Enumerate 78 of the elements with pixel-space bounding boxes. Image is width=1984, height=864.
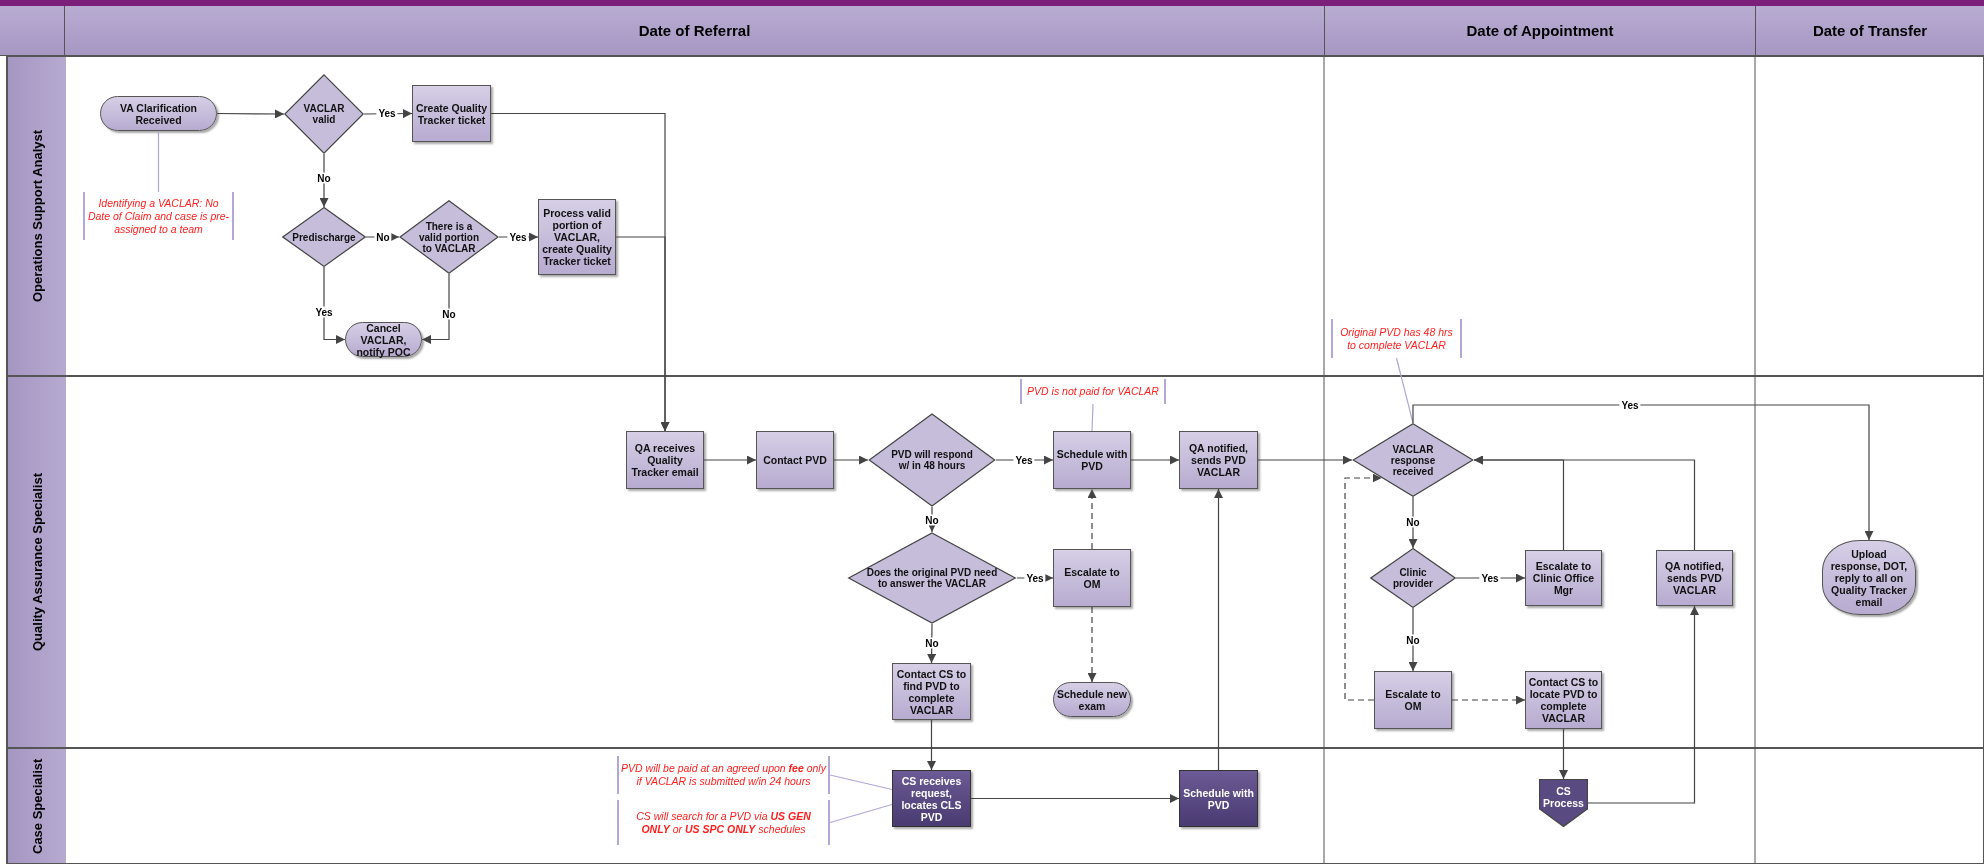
process-box: Escalate to OM <box>1374 671 1452 729</box>
process-box: Contact CS to locate PVD to complete VACLAR <box>1525 671 1602 729</box>
arrow <box>1087 606 1097 683</box>
process-box: Escalate to Clinic Office Mgr <box>1525 550 1602 606</box>
leader-line <box>829 803 893 824</box>
terminator: VA Clarification Received <box>100 96 217 131</box>
arrow <box>703 455 757 465</box>
annotation-note: Original PVD has 48 hrs to complete VACLAR <box>1331 319 1462 358</box>
process-box: QA notified, sends PVD VACLAR <box>1179 431 1258 489</box>
arrow <box>927 719 936 771</box>
arrow <box>927 506 937 533</box>
arrow <box>323 266 346 344</box>
edge-label: No <box>1404 634 1422 646</box>
edge-label: No <box>315 172 333 184</box>
lane-title: Quality Assurance Specialist <box>7 377 66 747</box>
decision-diamond: Predischarge <box>282 207 366 267</box>
process-box: Create Quality Tracker ticket <box>412 85 491 142</box>
arrow <box>615 236 670 432</box>
process-box: Escalate to OM <box>1053 549 1131 607</box>
terminator: Schedule new exam <box>1053 682 1131 717</box>
annotation-note: Identifying a VACLAR: No Date of Claim and case is pre-assigned to a team <box>83 192 234 240</box>
arrow <box>833 455 869 465</box>
arrow <box>1408 607 1418 672</box>
process-box: Schedule with PVD <box>1053 431 1131 489</box>
decision-diamond: VACLAR valid <box>284 74 364 154</box>
annotation-note: PVD is not paid for VACLAR <box>1020 379 1166 404</box>
arrow <box>1451 695 1526 705</box>
annotation-note: CS will search for a PVD via US GEN ONLY or US SPC ONLY schedules <box>617 800 830 845</box>
arrow <box>1559 728 1568 780</box>
process-box: Schedule with PVD <box>1179 770 1258 827</box>
decision-diamond: Does the original PVD need to answer the VACLAR <box>847 532 1017 624</box>
process-box: QA receives Quality Tracker email <box>626 431 704 489</box>
arrow <box>970 794 1180 803</box>
edge-label: Yes <box>313 306 335 318</box>
process-box: Process valid portion of VACLAR, create Quality Tracker ticket <box>538 199 616 275</box>
arrow <box>1214 488 1223 771</box>
process-box: Contact PVD <box>756 431 834 489</box>
edge-label: No <box>440 308 458 320</box>
arrow <box>1412 404 1874 541</box>
lane-title: Operations Support Analyst <box>7 57 66 375</box>
edge-label: No <box>1404 516 1422 528</box>
leader-line <box>1091 403 1094 432</box>
decision-diamond: There is a valid portion to VACLAR <box>399 200 499 274</box>
terminator: Cancel VACLAR, notify POC <box>345 322 422 357</box>
edge-label: Yes <box>1013 454 1035 466</box>
leader-line <box>157 130 160 193</box>
arrow <box>1587 605 1699 804</box>
arrow <box>216 109 285 119</box>
edge-label: No <box>923 637 941 649</box>
process-box: Contact CS to find PVD to complete VACLAR <box>892 663 971 720</box>
arrow <box>319 153 329 208</box>
edge-label: No <box>923 514 941 526</box>
arrow <box>1473 455 1696 551</box>
edge-label: Yes <box>1619 399 1641 411</box>
swimlane <box>6 56 1984 376</box>
swimlane <box>6 748 1984 864</box>
terminator: Upload response, DOT, reply to all on Quality Tracker email <box>1822 540 1916 615</box>
decision-diamond: PVD will respond w/ in 48 hours <box>868 413 996 507</box>
arrow <box>1087 488 1097 550</box>
arrow <box>1130 455 1180 465</box>
arrow <box>1408 496 1418 549</box>
process-box: CS receives request, locates CLS PVD <box>892 770 971 827</box>
arrow <box>1344 473 1383 701</box>
edge-label: No <box>374 231 392 243</box>
annotation-note: PVD will be paid at an agreed upon fee only if VACLAR is submitted w/in 24 hours <box>617 756 830 794</box>
arrow <box>1257 455 1353 465</box>
arrow <box>421 273 450 344</box>
lane-title: Case Specialist <box>7 749 66 863</box>
decision-diamond: Clinic provider <box>1370 548 1456 608</box>
edge-label: Yes <box>1479 572 1501 584</box>
edge-label: Yes <box>507 231 529 243</box>
off-page-connector: CS Process <box>1539 779 1588 827</box>
edge-label: Yes <box>1024 572 1046 584</box>
edge-label: Yes <box>376 107 398 119</box>
swimlane <box>6 376 1984 748</box>
process-box: QA notified, sends PVD VACLAR <box>1656 550 1733 606</box>
leader-line <box>829 774 893 791</box>
decision-diamond: VACLAR response received <box>1352 423 1474 497</box>
